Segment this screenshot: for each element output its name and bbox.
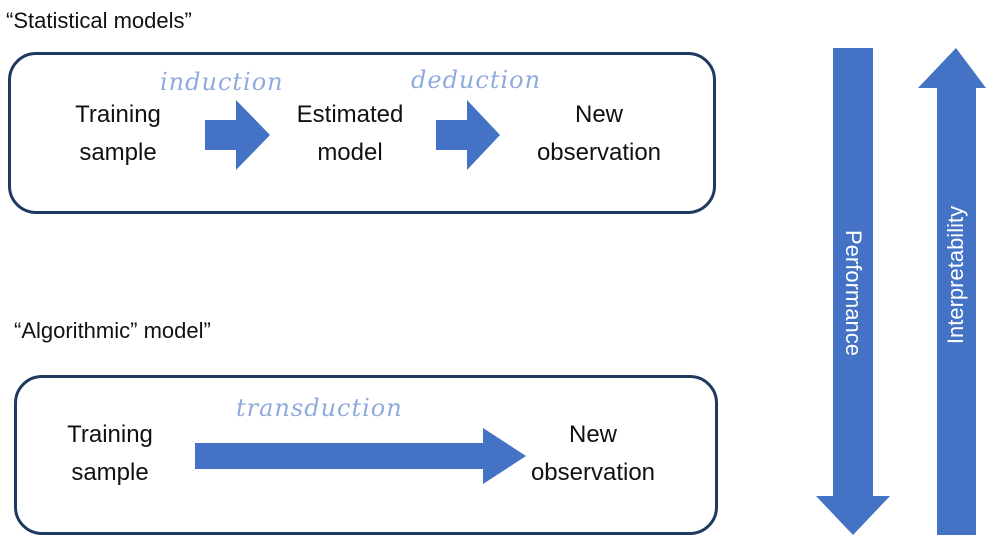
performance-label: Performance xyxy=(841,230,866,356)
statistical-models-title: “Statistical models” xyxy=(6,8,192,33)
interpretability-arrow xyxy=(918,48,986,535)
statistical-new-observation: New observation xyxy=(536,101,662,166)
performance-arrow xyxy=(816,48,890,535)
induction-arrow xyxy=(205,100,270,170)
statistical-estimated-model: Estimated model xyxy=(296,101,404,166)
transduction-label: transduction xyxy=(236,394,403,422)
statistical-models-panel xyxy=(8,52,716,214)
algorithmic-training-sample: Training sample xyxy=(67,421,153,486)
deduction-arrow xyxy=(436,100,500,170)
interpretability-label: Interpretability xyxy=(943,205,968,345)
transduction-arrow xyxy=(195,428,526,484)
statistical-training-sample: Training sample xyxy=(75,101,161,166)
algorithmic-model-panel xyxy=(14,375,718,535)
algorithmic-model-title: “Algorithmic” model” xyxy=(14,318,211,343)
algorithmic-new-observation: New observation xyxy=(530,421,656,486)
induction-label: induction xyxy=(160,68,284,96)
deduction-label: deduction xyxy=(411,66,542,94)
